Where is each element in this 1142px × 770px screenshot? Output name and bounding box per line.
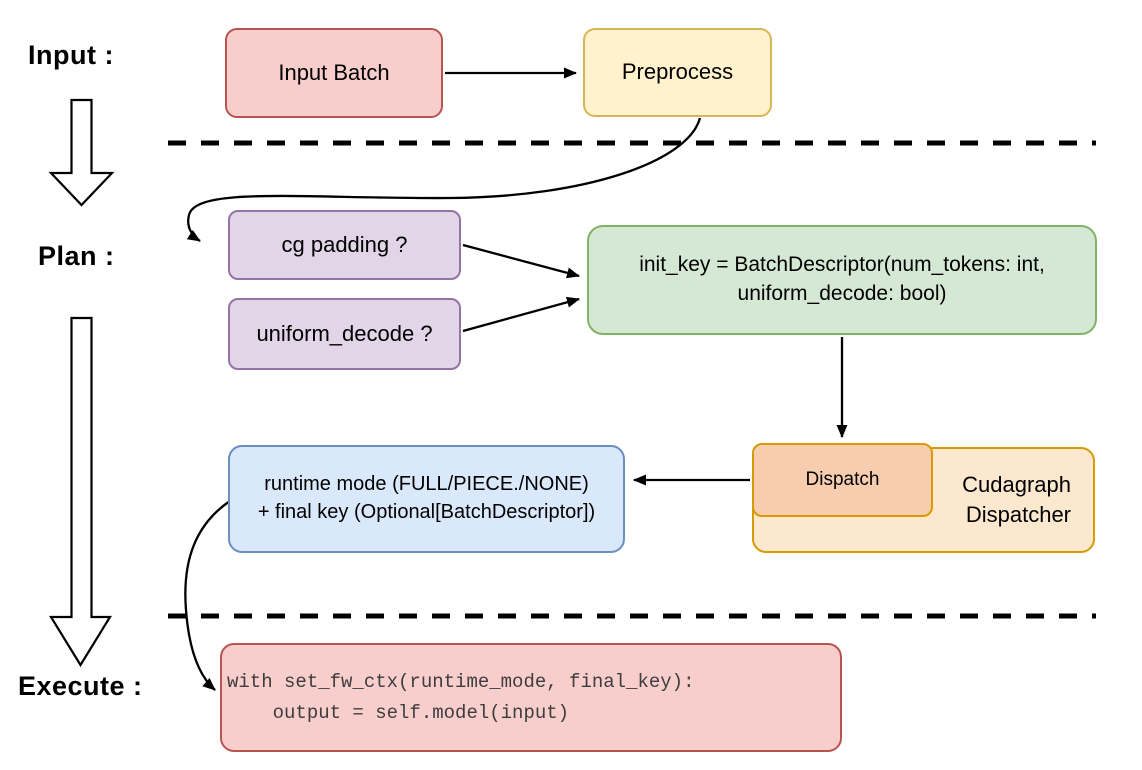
init-key-node: init_key = BatchDescriptor(num_tokens: i…	[587, 225, 1097, 335]
cg-padding-label: cg padding ?	[281, 231, 408, 257]
init-key-line2: uniform_decode: bool)	[737, 282, 947, 305]
cudagraph-dispatcher-line1: Cudagraph	[962, 471, 1071, 497]
preprocess-label: Preprocess	[621, 59, 734, 85]
plan-stage-label: Plan :	[38, 241, 115, 271]
execute-code-line1: with set_fw_ctx(runtime_mode, final_key)…	[227, 671, 695, 694]
runtime-result-line2: + final key (Optional[BatchDescriptor])	[257, 501, 596, 523]
cg-padding-node: cg padding ?	[228, 210, 461, 280]
input-stage-arrow-icon	[48, 98, 115, 207]
input-stage-label: Input :	[28, 40, 114, 70]
dispatch-label: Dispatch	[805, 468, 880, 490]
arrow-cgpadding-to-initkey	[462, 243, 580, 279]
input-batch-node: Input Batch	[225, 28, 443, 118]
uniform-decode-node: uniform_decode ?	[228, 298, 461, 370]
runtime-result-line1: runtime mode (FULL/PIECE./NONE)	[264, 473, 589, 496]
arrow-preprocess-to-cgpadding	[186, 117, 702, 242]
uniform-decode-label: uniform_decode ?	[256, 320, 433, 346]
cudagraph-dispatcher-line2: Dispatcher	[965, 502, 1071, 527]
dispatch-node: Dispatch	[752, 443, 933, 517]
execute-code-node: with set_fw_ctx(runtime_mode, final_key)…	[220, 643, 842, 752]
runtime-result-node: runtime mode (FULL/PIECE./NONE) + final …	[228, 445, 625, 553]
arrow-uniformdecode-to-initkey	[462, 296, 580, 333]
execute-code-line2: output = self.model(input)	[227, 701, 570, 724]
input-batch-label: Input Batch	[278, 59, 390, 85]
plan-stage-arrow-icon	[49, 316, 112, 668]
init-key-line1: init_key = BatchDescriptor(num_tokens: i…	[639, 253, 1045, 277]
arrow-runtime-to-code	[184, 500, 231, 691]
preprocess-node: Preprocess	[583, 28, 772, 117]
execute-stage-label: Execute :	[18, 671, 143, 701]
